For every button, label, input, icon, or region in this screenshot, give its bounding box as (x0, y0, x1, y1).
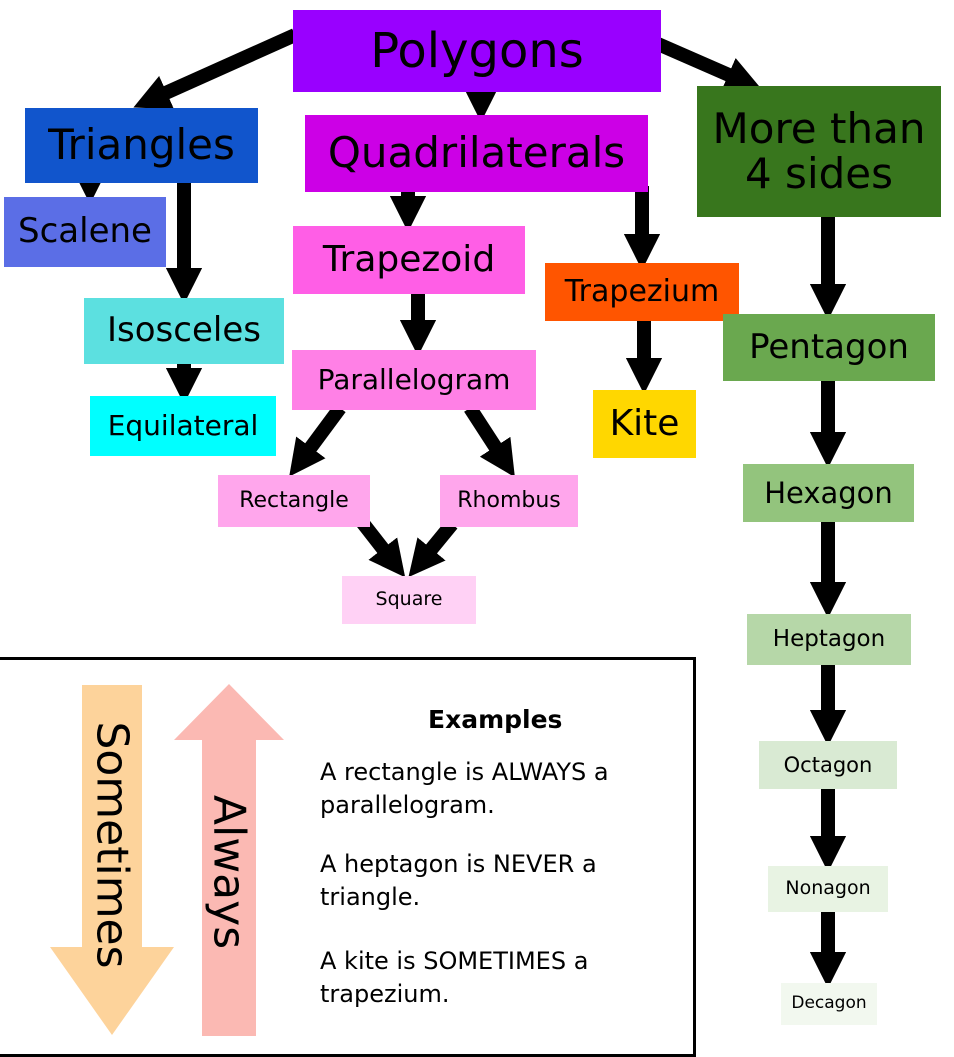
sometimes-arrow (50, 685, 174, 1035)
node-hexagon: Hexagon (743, 464, 914, 522)
node-decagon: Decagon (781, 983, 877, 1025)
node-kite: Kite (593, 390, 696, 458)
sometimes-label: Sometimes (86, 721, 138, 969)
node-more-than-4-sides: More than 4 sides (697, 86, 941, 217)
node-square: Square (342, 576, 476, 624)
node-trapezoid: Trapezoid (293, 226, 525, 294)
arrow-polygons-triangles (133, 28, 298, 110)
node-equilateral: Equilateral (90, 396, 276, 456)
arrow-rhombus-square (408, 519, 458, 578)
example-rectangle: A rectangle is ALWAYS a parallelogram. (320, 758, 609, 819)
always-label: Always (203, 794, 255, 950)
example-heptagon: A heptagon is NEVER a triangle. (320, 850, 597, 911)
node-parallelogram: Parallelogram (292, 350, 536, 410)
node-quadrilaterals: Quadrilaterals (305, 115, 648, 192)
node-rectangle: Rectangle (218, 475, 370, 527)
node-rhombus: Rhombus (440, 475, 578, 527)
arrow-rectangle-square (356, 517, 406, 578)
node-scalene: Scalene (4, 197, 166, 267)
node-isosceles: Isosceles (84, 298, 284, 364)
arrow-parallelogram-rectangle (289, 403, 346, 477)
node-nonagon: Nonagon (768, 866, 888, 912)
node-pentagon: Pentagon (723, 314, 935, 381)
example-kite: A kite is SOMETIMES a trapezium. (320, 947, 589, 1008)
node-triangles: Triangles (25, 108, 258, 183)
node-trapezium: Trapezium (545, 263, 739, 321)
arrow-polygons-more-than-4 (655, 37, 762, 92)
node-octagon: Octagon (759, 741, 897, 789)
always-arrow (174, 684, 284, 1036)
examples-title: Examples (428, 705, 563, 734)
arrow-parallelogram-rhombus (464, 404, 515, 478)
node-heptagon: Heptagon (747, 614, 911, 665)
node-polygons: Polygons (293, 10, 661, 92)
